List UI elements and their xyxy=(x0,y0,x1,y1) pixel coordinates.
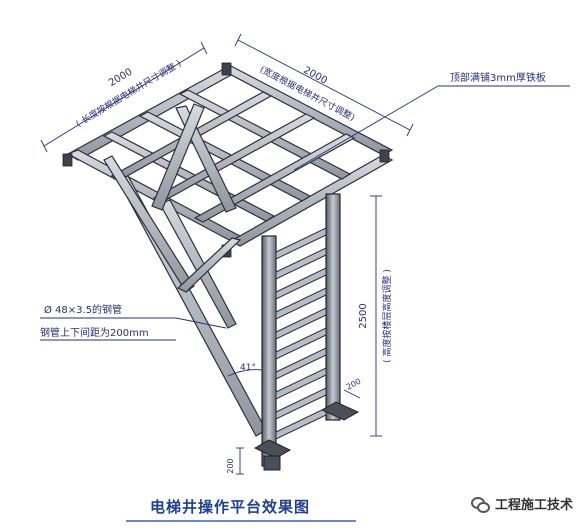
dim-bottom-left: 200 xyxy=(226,458,235,473)
vertical-value: 2500 xyxy=(358,303,369,328)
top-frame xyxy=(66,65,394,247)
top-plate-note: 顶部满铺3mm厚铁板 xyxy=(450,71,546,84)
ladder-rung xyxy=(275,267,327,300)
dim-line-bottom-right xyxy=(343,389,361,399)
dim-tick xyxy=(406,123,414,137)
dim-line-top-left xyxy=(43,47,205,147)
dim-tick xyxy=(200,41,208,55)
bracket-back xyxy=(221,62,232,76)
watermark-text: 工程施工技术 xyxy=(494,498,573,513)
vertical-note: ( 高度按楼层高度调整 ) xyxy=(381,269,393,363)
dim-bottom-right: 200 xyxy=(345,377,363,392)
bracket-right xyxy=(379,149,390,163)
dim-tick xyxy=(234,33,242,47)
watermark: 工程施工技术 xyxy=(470,494,573,513)
foot-back xyxy=(320,401,360,421)
leader-pipe-spec-diag xyxy=(175,317,227,329)
wechat-icon xyxy=(470,496,490,513)
brace-upper-x2 xyxy=(151,103,205,211)
foot-front-plate xyxy=(263,455,281,471)
ladder-rung xyxy=(275,227,327,260)
angle-arc xyxy=(227,369,263,377)
figure-caption: 电梯井操作平台效果图 xyxy=(150,498,311,516)
leader-top-plate xyxy=(293,85,439,171)
brace-short-left xyxy=(103,155,195,293)
post-front xyxy=(261,235,277,467)
ladder-rung xyxy=(275,307,327,340)
angle-label: 41° xyxy=(240,363,256,373)
ladder-rung xyxy=(275,407,327,440)
vertical-posts xyxy=(261,193,341,467)
bracket-left xyxy=(62,153,73,167)
diagonal-braces xyxy=(103,103,267,437)
dim-top-left-value: 2000 xyxy=(107,67,134,90)
caption-underline xyxy=(126,520,356,522)
ladder-rung xyxy=(275,327,327,360)
ladder-rung xyxy=(275,247,327,280)
pipe-spacing-label: 钢管上下间距为200mm xyxy=(40,326,149,339)
ladder-rung xyxy=(275,347,327,380)
frame-beam-back xyxy=(220,65,394,156)
dim-top-right-value: 2000 xyxy=(301,65,329,87)
ladder-rungs xyxy=(275,227,327,440)
pipe-spec-label: Ø 48×3.5的钢管 xyxy=(44,303,122,316)
post-back xyxy=(325,193,341,421)
brace-tie xyxy=(176,237,242,293)
ladder-rung xyxy=(275,367,327,400)
dim-tick xyxy=(40,139,48,153)
ladder-rung xyxy=(275,387,327,420)
dimension-lines xyxy=(40,33,570,475)
dim-line-top-right xyxy=(237,39,411,131)
foot-front xyxy=(253,439,292,459)
foot-bases xyxy=(253,401,360,471)
ladder-rung xyxy=(275,287,327,320)
brace-mid xyxy=(159,199,237,329)
